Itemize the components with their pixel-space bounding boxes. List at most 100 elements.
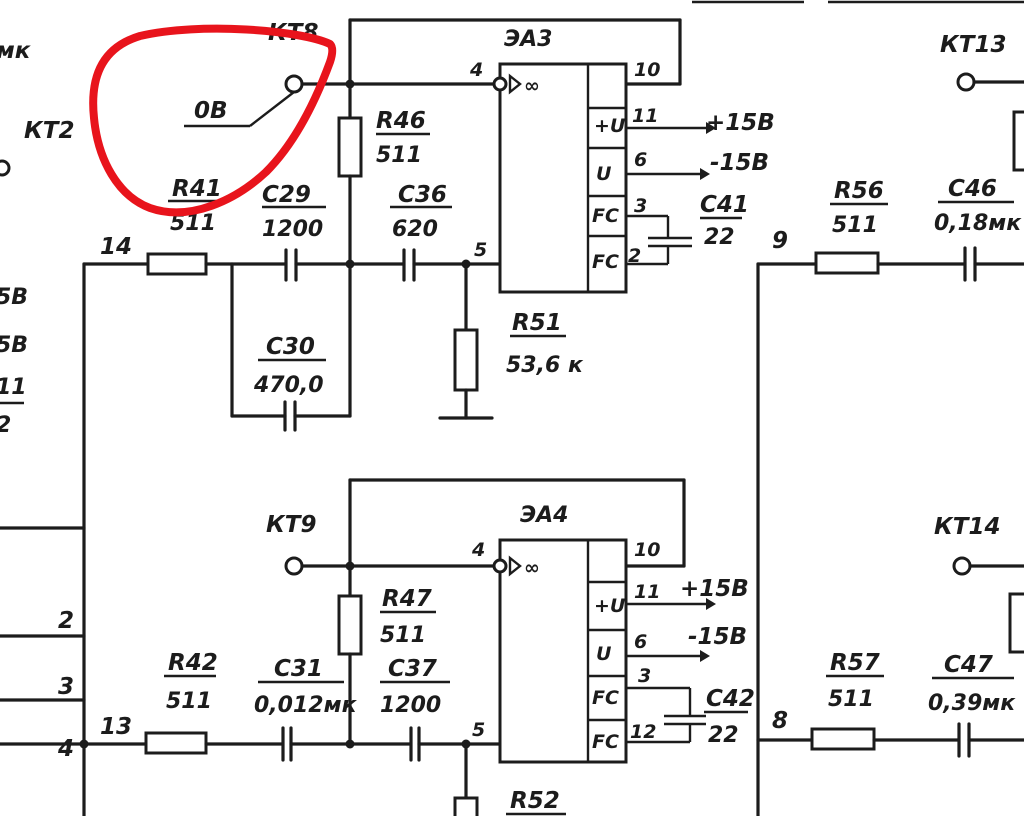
left-label-3: 11 — [0, 375, 27, 400]
c41-value: 22 — [704, 225, 735, 250]
kt13-label: КТ13 — [940, 32, 1007, 58]
r56-value: 511 — [832, 213, 878, 238]
r51-value: 53,6 к — [506, 353, 584, 378]
ea3-pin-5: 5 — [474, 239, 487, 261]
ea4-pin-plus-u: +U — [594, 595, 626, 617]
op-amp-ea3[interactable] — [498, 62, 628, 294]
c36-value: 620 — [392, 217, 438, 242]
bus-node-2: 2 — [58, 608, 74, 634]
node-14: 14 — [100, 234, 132, 260]
ea4-label: ЭА4 — [520, 503, 568, 528]
arrow-icon — [706, 122, 716, 134]
resistor-r46[interactable] — [337, 116, 363, 178]
c46-ref: C46 — [948, 176, 997, 202]
r57-value: 511 — [828, 687, 874, 712]
r51-ref: R51 — [512, 310, 562, 336]
junction-dot — [345, 259, 355, 269]
node-8: 8 — [772, 708, 788, 734]
ea3-label: ЭА3 — [504, 27, 552, 52]
ea4-pin-fc2: FC — [592, 731, 619, 753]
label-kt2: КТ2 — [24, 118, 75, 144]
r56-ref: R56 — [834, 178, 884, 204]
op-amp-ea4[interactable] — [498, 538, 628, 764]
resistor-r42[interactable] — [144, 731, 208, 755]
ea3-pin-10: 10 — [634, 59, 660, 81]
inverting-input-ea4 — [492, 558, 508, 574]
inverting-input-ea3 — [492, 76, 508, 92]
ea3-pin-fc2: FC — [592, 251, 619, 273]
r42-ref: R42 — [168, 650, 218, 676]
r47-ref: R47 — [382, 586, 432, 612]
ea4-pin-10: 10 — [634, 539, 660, 561]
ea3-pin-4: 4 — [469, 59, 483, 81]
node-9: 9 — [772, 228, 788, 254]
resistor-cropped-top — [1012, 110, 1024, 172]
c42-value: 22 — [708, 723, 739, 748]
c31-ref: C31 — [274, 656, 323, 682]
c30-value: 470,0 — [253, 373, 324, 398]
c47-ref: C47 — [944, 652, 993, 678]
ea4-supply-neg: -15В — [688, 624, 747, 650]
left-label-2: 5В — [0, 333, 28, 358]
left-label-4: 2 — [0, 413, 11, 438]
c36-ref: C36 — [398, 182, 447, 208]
ea3-pin-11: 11 — [632, 105, 658, 127]
ea3-supply-pos: +15В — [706, 110, 775, 136]
c46-value: 0,18мк — [934, 211, 1022, 236]
arrow-icon — [706, 598, 716, 610]
zero-volt-leader — [249, 91, 295, 127]
resistor-r47[interactable] — [337, 594, 363, 656]
c42-ref: C42 — [706, 686, 755, 712]
ea3-supply-neg: -15В — [710, 150, 769, 176]
r46-ref: R46 — [376, 108, 426, 134]
node-13: 13 — [100, 714, 132, 740]
ea4-pin-fc1: FC — [592, 687, 619, 709]
ea3-pin-plus-u: +U — [594, 115, 626, 137]
annotation-highlight-loop — [89, 24, 337, 217]
test-point-kt13[interactable] — [956, 72, 976, 92]
c37-ref: C37 — [388, 656, 437, 682]
ea3-pin-minus-u: U — [596, 163, 612, 185]
arrow-icon — [700, 168, 710, 180]
resistor-r52[interactable] — [453, 796, 479, 816]
test-point-kt9[interactable] — [284, 556, 304, 576]
test-point-kt2[interactable] — [0, 159, 11, 177]
r41-ref: R41 — [172, 176, 222, 202]
kt9-label: КТ9 — [266, 512, 317, 538]
ea4-pin-11: 11 — [634, 581, 660, 603]
ea4-pin-5: 5 — [472, 719, 485, 741]
test-point-kt14[interactable] — [952, 556, 972, 576]
c29-value: 1200 — [262, 217, 323, 242]
ea4-supply-pos: +15В — [680, 576, 749, 602]
resistor-r56[interactable] — [814, 251, 880, 275]
ea4-pin-3: 3 — [638, 665, 651, 687]
ea4-pin-12: 12 — [630, 721, 656, 743]
ea3-pin-fc1: FC — [592, 205, 619, 227]
bus-node-4: 4 — [57, 736, 74, 762]
resistor-cropped-bottom — [1008, 592, 1024, 654]
label-mk-top: мк — [0, 38, 32, 64]
zero-volt-label: 0В — [194, 98, 228, 124]
test-point-kt8[interactable] — [284, 74, 304, 94]
arrow-icon — [700, 650, 710, 662]
c47-value: 0,39мк — [928, 691, 1016, 716]
c29-ref: C29 — [262, 182, 311, 208]
bus-node-3: 3 — [58, 674, 74, 700]
resistor-r41[interactable] — [146, 252, 208, 276]
r57-ref: R57 — [830, 650, 880, 676]
ea3-pin-6: 6 — [634, 149, 647, 171]
amplifier-triangle-icon — [508, 73, 522, 95]
resistor-r57[interactable] — [810, 727, 876, 751]
ea3-pin-2: 2 — [628, 245, 641, 267]
c31-value: 0,012мк — [254, 693, 358, 718]
infinity-icon: ∞ — [524, 557, 540, 579]
c37-value: 1200 — [380, 693, 441, 718]
c30-ref: C30 — [266, 334, 315, 360]
r46-value: 511 — [376, 143, 422, 168]
ea4-pin-4: 4 — [471, 539, 485, 561]
infinity-icon: ∞ — [524, 75, 540, 97]
resistor-r51[interactable] — [453, 328, 479, 392]
amplifier-triangle-icon — [508, 555, 522, 577]
ea4-pin-minus-u: U — [596, 643, 612, 665]
